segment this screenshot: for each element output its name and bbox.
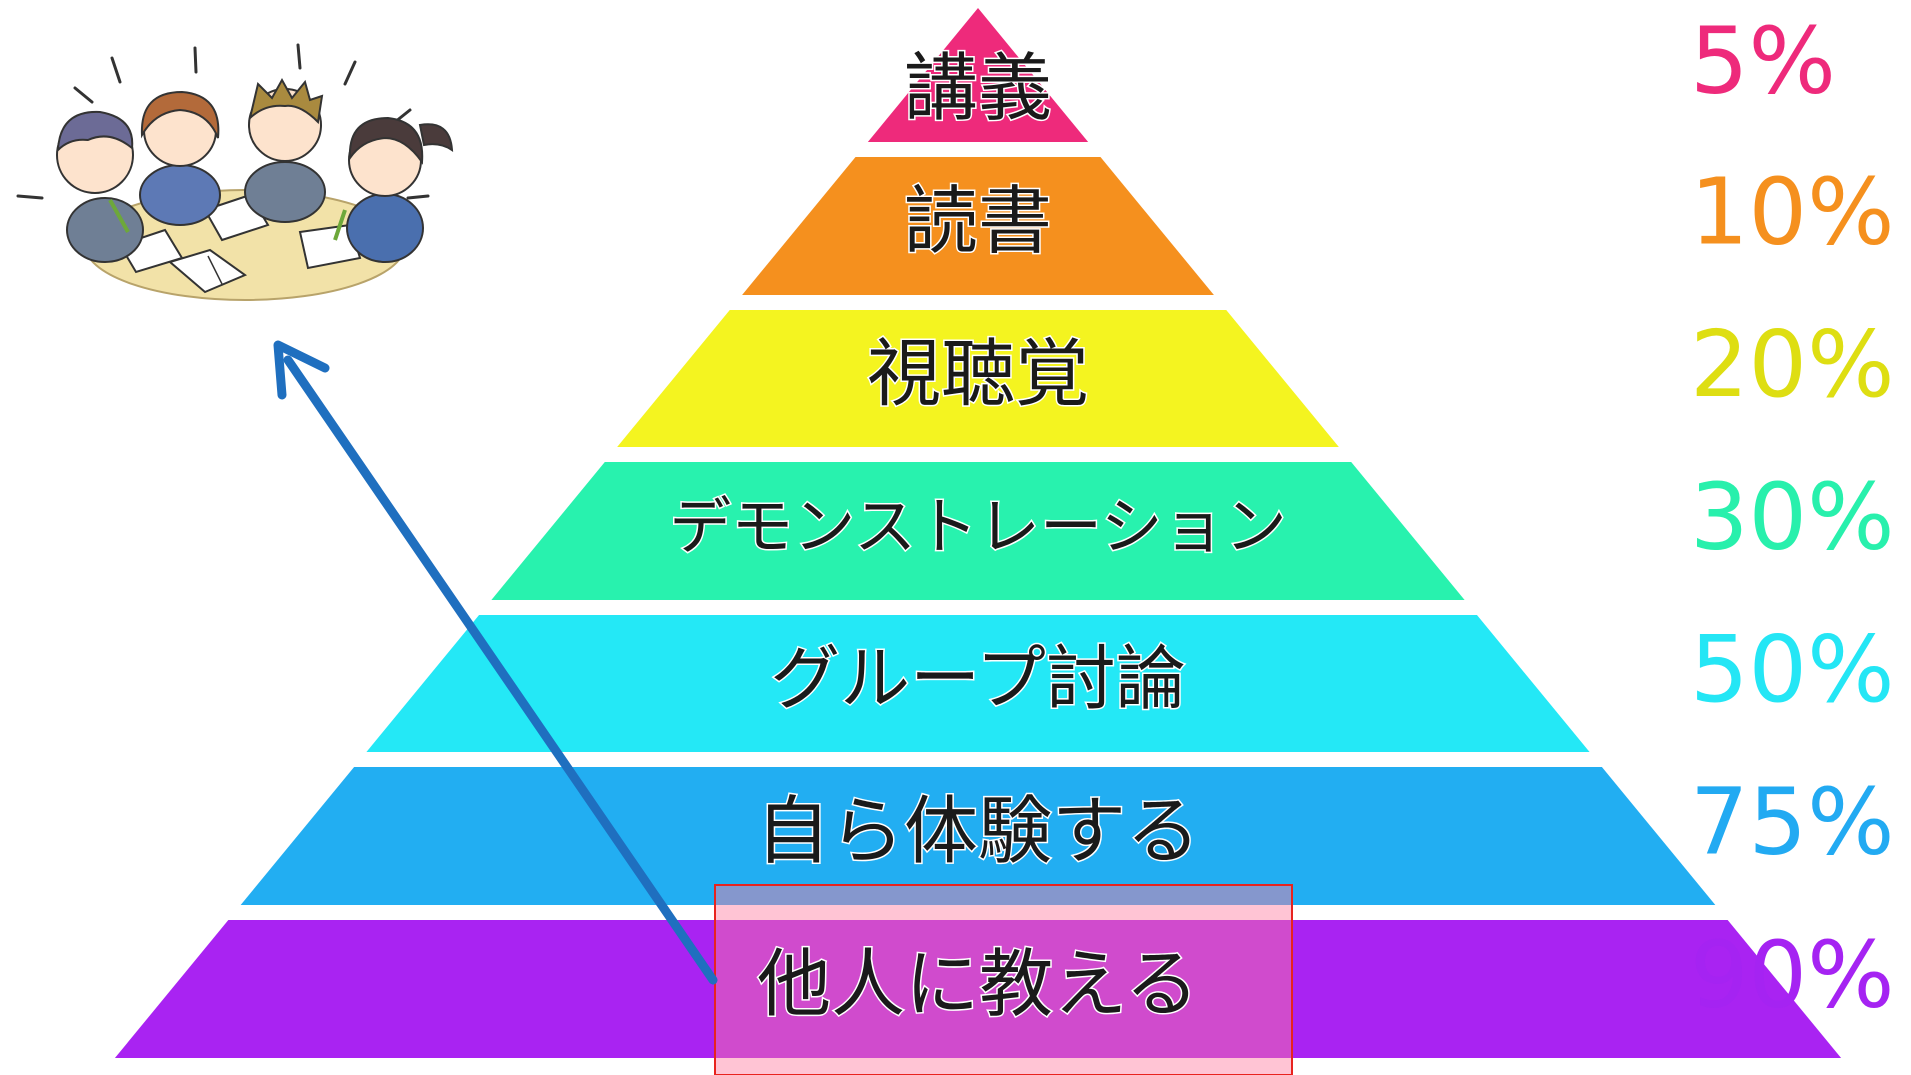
tier-label-4: デモンストレーション	[669, 490, 1287, 563]
pyramid-tier-1	[867, 8, 1089, 142]
tier-label-6: 自ら体験する	[756, 789, 1200, 875]
tier-percent-7: 90%	[1690, 921, 1894, 1028]
tier-percent-2: 10%	[1690, 158, 1894, 265]
tier-labels: 講義 5% 読書 10% 視聴覚 20% デモンストレーション 30% グループ討論 50% 自ら体…	[668, 7, 1895, 1029]
pyramid-tier-3	[617, 310, 1339, 447]
students-group-discussion-icon	[16, 43, 454, 301]
arrow-to-illustration	[273, 340, 718, 985]
tier-label-2: 読書	[904, 179, 1052, 265]
pyramid-tiers	[114, 8, 1842, 1058]
tier-percent-5: 50%	[1690, 616, 1894, 723]
tier-label-7: 他人に教える	[757, 942, 1199, 1028]
tier-percent-4: 30%	[1690, 463, 1894, 570]
tier-percent-3: 20%	[1690, 311, 1894, 418]
pyramid-tier-7	[114, 920, 1842, 1058]
tier-label-5: グループ討論	[770, 638, 1186, 720]
pyramid-tier-4	[491, 462, 1465, 600]
tier-percent-6: 75%	[1690, 768, 1894, 875]
tier-label-1: 講義	[904, 46, 1052, 132]
pyramid-tier-2	[742, 157, 1214, 295]
tier-label-3: 視聴覚	[867, 331, 1089, 417]
pyramid-tier-6	[240, 767, 1716, 905]
tier-percent-1: 5%	[1690, 7, 1836, 114]
pyramid-tier-5	[366, 615, 1590, 752]
highlight-box	[714, 884, 1293, 1075]
